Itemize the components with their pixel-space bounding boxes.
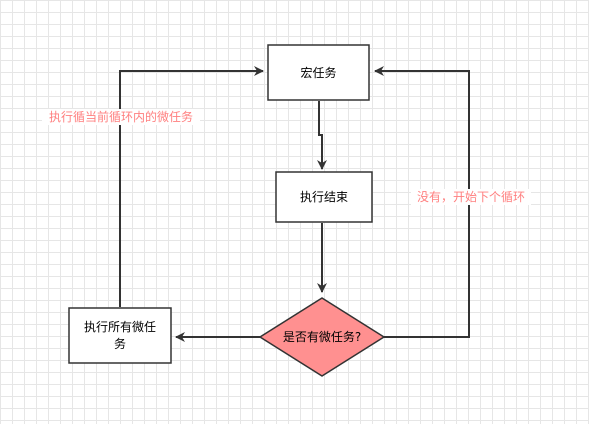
edge-label-bg-loop-current bbox=[42, 109, 200, 125]
node-exec-all-micro-label-line1: 执行所有微任 bbox=[84, 320, 156, 334]
node-exec-all-micro: 执行所有微任 务 bbox=[68, 307, 172, 364]
node-exec-all-micro-label-line2: 务 bbox=[114, 336, 126, 351]
edge-label-loop-current: 执行循当前循环内的微任务 bbox=[49, 109, 193, 124]
edge-label-bg-no-next-loop bbox=[411, 189, 531, 205]
node-exec-end-box bbox=[275, 171, 373, 223]
node-exec-all-micro-box bbox=[68, 307, 172, 364]
edge-macrotask-to-exec-end bbox=[317, 101, 327, 170]
node-macrotask: 宏任务 bbox=[267, 44, 370, 101]
node-exec-end: 执行结束 bbox=[275, 171, 373, 223]
node-macrotask-label: 宏任务 bbox=[300, 65, 336, 80]
edge-exec-all-micro-to-macrotask bbox=[119, 66, 264, 307]
node-decision: 是否有微任务? bbox=[258, 297, 386, 377]
node-decision-shape bbox=[258, 297, 386, 377]
node-exec-end-label: 执行结束 bbox=[300, 190, 348, 204]
node-macrotask-box bbox=[267, 44, 370, 101]
edge-label-no-next-loop: 没有，开始下个循环 bbox=[417, 189, 525, 204]
node-decision-label: 是否有微任务? bbox=[283, 329, 361, 344]
